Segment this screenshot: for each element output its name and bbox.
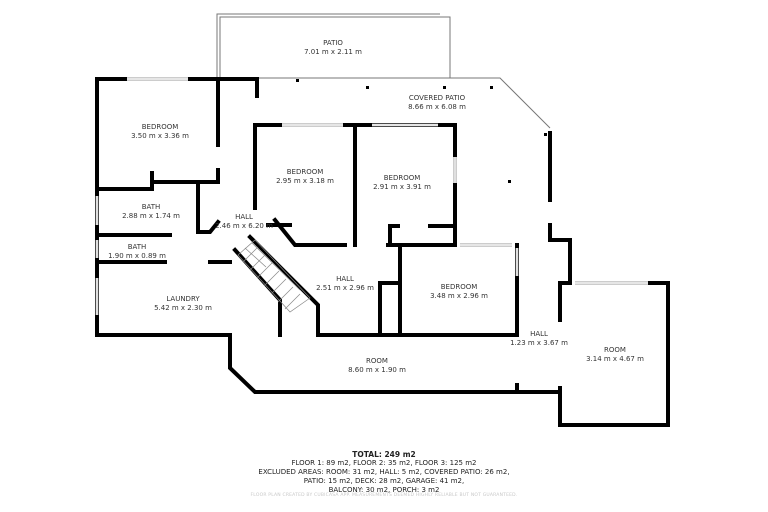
- excluded-areas: EXCLUDED AREAS: ROOM: 31 m2, HALL: 5 m2,…: [258, 468, 510, 476]
- room-name: ROOM: [604, 346, 626, 354]
- floor-areas: FLOOR 1: 89 m2, FLOOR 2: 35 m2, FLOOR 3:…: [291, 459, 477, 467]
- room-size: 1.23 m x 3.67 m: [510, 339, 568, 347]
- room-labels: PATIO 7.01 m x 2.11 m COVERED PATIO 8.66…: [108, 39, 644, 374]
- total-area: TOTAL: 249 m2: [352, 450, 416, 459]
- room-name: HALL: [235, 213, 253, 221]
- windows: [95, 77, 648, 315]
- room-size: 2.88 m x 1.74 m: [122, 212, 180, 220]
- patio-posts: [296, 79, 547, 183]
- room-size: 2.95 m x 3.18 m: [276, 177, 334, 185]
- room-name: BEDROOM: [287, 168, 324, 176]
- room-size: 2.91 m x 3.91 m: [373, 183, 431, 191]
- room-name: BEDROOM: [384, 174, 421, 182]
- room-name: PATIO: [323, 39, 343, 47]
- room-size: 5.42 m x 2.30 m: [154, 304, 212, 312]
- room-name: BATH: [142, 203, 161, 211]
- staircase: [237, 239, 311, 313]
- excluded-areas-cont: BALCONY: 30 m2, PORCH: 3 m2: [328, 486, 440, 494]
- room-name: LAUNDRY: [166, 295, 200, 303]
- room-name: BEDROOM: [142, 123, 179, 131]
- excluded-areas-cont: PATIO: 15 m2, DECK: 28 m2, GARAGE: 41 m2…: [303, 477, 465, 485]
- room-name: BEDROOM: [441, 283, 478, 291]
- room-size: 8.60 m x 1.90 m: [348, 366, 406, 374]
- room-name: ROOM: [366, 357, 388, 365]
- room-name: COVERED PATIO: [409, 94, 466, 102]
- room-size: 7.01 m x 2.11 m: [304, 48, 362, 56]
- room-size: 1.90 m x 0.89 m: [108, 252, 166, 260]
- room-size: 2.51 m x 2.96 m: [316, 284, 374, 292]
- patio-outline: [216, 13, 551, 129]
- room-size: 3.50 m x 3.36 m: [131, 132, 189, 140]
- room-size: 3.14 m x 4.67 m: [586, 355, 644, 363]
- room-name: BATH: [128, 243, 147, 251]
- room-name: HALL: [530, 330, 548, 338]
- credit-text: FLOOR PLAN CREATED BY CUBICASA APP. MEAS…: [250, 493, 518, 498]
- room-size: 8.66 m x 6.08 m: [408, 103, 466, 111]
- room-size: 2.46 m x 6.20 m: [215, 222, 273, 230]
- room-size: 3.48 m x 2.96 m: [430, 292, 488, 300]
- room-name: HALL: [336, 275, 354, 283]
- area-summary: TOTAL: 249 m2 FLOOR 1: 89 m2, FLOOR 2: 3…: [0, 450, 768, 495]
